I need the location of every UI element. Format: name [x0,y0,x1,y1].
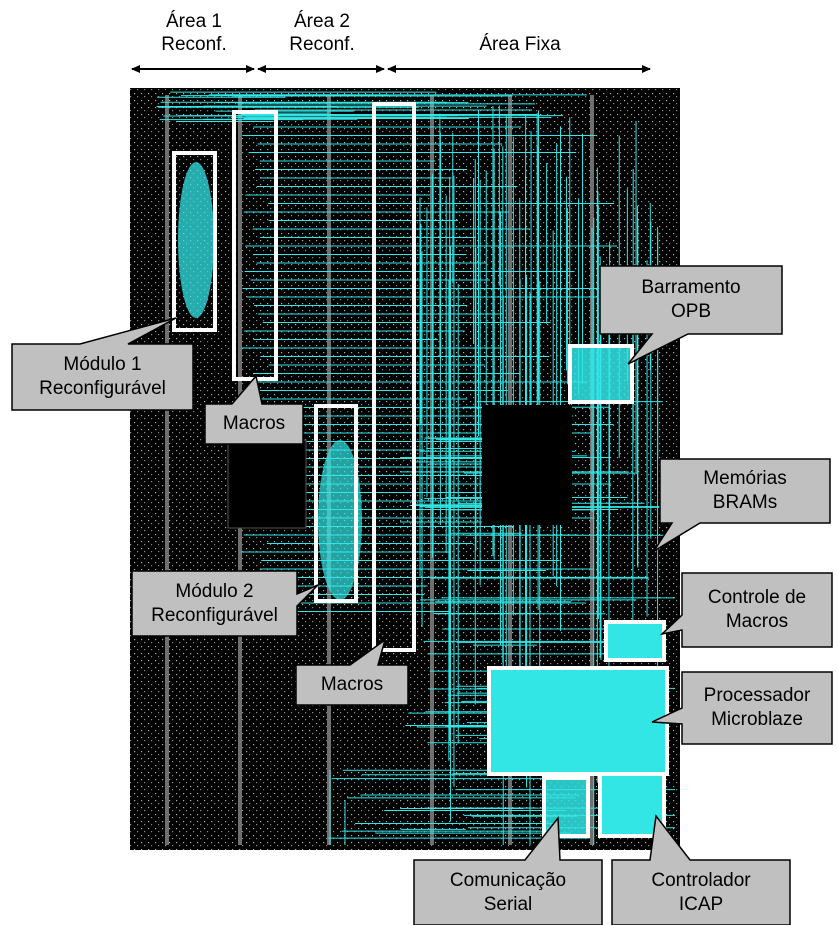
callout-macros2-line1: Macros [320,674,384,695]
callout-macros1-line1: Macros [222,413,286,434]
callout-ctrl: Controle de Macros [682,573,832,647]
callout-icap-line2: ICAP [678,893,724,915]
callout-mod1-line1: Módulo 1 [63,354,142,375]
callout-bram-line1: Memórias [703,468,787,489]
callout-ctrl-line2: Macros [725,611,789,632]
callout-ctrl-line1: Controle de [707,587,807,608]
macro-control-box [604,620,666,662]
callout-mod1-line2: Reconfigurável [39,378,166,399]
callout-mod2-line1: Módulo 2 [175,580,254,602]
callout-mod1-shape [11,317,194,411]
callout-mb-line2: Microblaze [711,709,803,730]
callout-mb-line1: Processador [703,685,811,706]
callout-serial-line1: Comunicação [449,869,567,891]
callout-mod2-line2: Reconfigurável [151,604,278,626]
module1-logic [178,162,214,318]
area2-header-line1: Área 2 [294,11,350,32]
icap-logic [600,774,664,836]
opb-box [568,344,634,404]
callout-bram-line2: BRAMs [712,492,778,513]
fixed-area-header: Área Fixa [420,33,620,56]
area1-header-line2: Reconf. [161,34,227,55]
module1-box [172,151,217,332]
callout-mb: Processador Microblaze [682,672,832,744]
callout-bram-shape [653,458,831,552]
area1-header: Área 1 Reconf. [134,10,254,56]
area1-header-line1: Área 1 [166,11,222,32]
callout-icap-shape [611,814,791,925]
highlight-boxes [172,102,669,838]
callout-bram: Memórias BRAMs [660,459,830,523]
callout-macros1: Macros [205,404,303,444]
fixed-area-header-line1: Área Fixa [479,34,561,55]
callout-icap-line1: Controlador [651,869,751,891]
macros2-box [372,102,416,652]
callout-macros2-shape [295,638,409,706]
callout-mod2-shape [131,570,319,637]
microblaze-logic [489,668,667,774]
macro-control-logic [606,622,664,660]
callout-shapes [11,265,833,925]
opb-bus-logic [570,346,632,402]
empty-dcm-block [227,439,307,529]
callout-serial-shape [413,815,603,925]
callout-ctrl-shape [659,572,833,648]
icap-box [598,772,666,838]
serial-box [542,776,590,838]
callout-serial: Comunicação Serial [414,860,602,925]
callout-macros2: Macros [296,665,408,705]
callout-opb-shape [599,265,783,365]
callout-icap: Controlador ICAP [612,860,790,925]
area2-header: Área 2 Reconf. [260,10,384,56]
fpga-die [130,88,680,850]
module-fills [178,162,667,836]
callout-mb-shape [651,671,833,745]
callout-mod2: Módulo 2 Reconfigurável [132,571,297,636]
module2-box [314,404,358,603]
area2-header-line2: Reconf. [289,34,355,55]
callout-opb: Barramento OPB [600,266,782,334]
callout-macros1-shape [204,374,304,445]
callout-opb-line2: OPB [670,301,712,322]
callout-opb-line1: Barramento [641,277,741,298]
callout-serial-line2: Serial [483,893,533,915]
module2-logic [318,440,362,600]
callout-mod1: Módulo 1 Reconfigurável [12,344,193,410]
dense-empty-block [482,405,572,525]
